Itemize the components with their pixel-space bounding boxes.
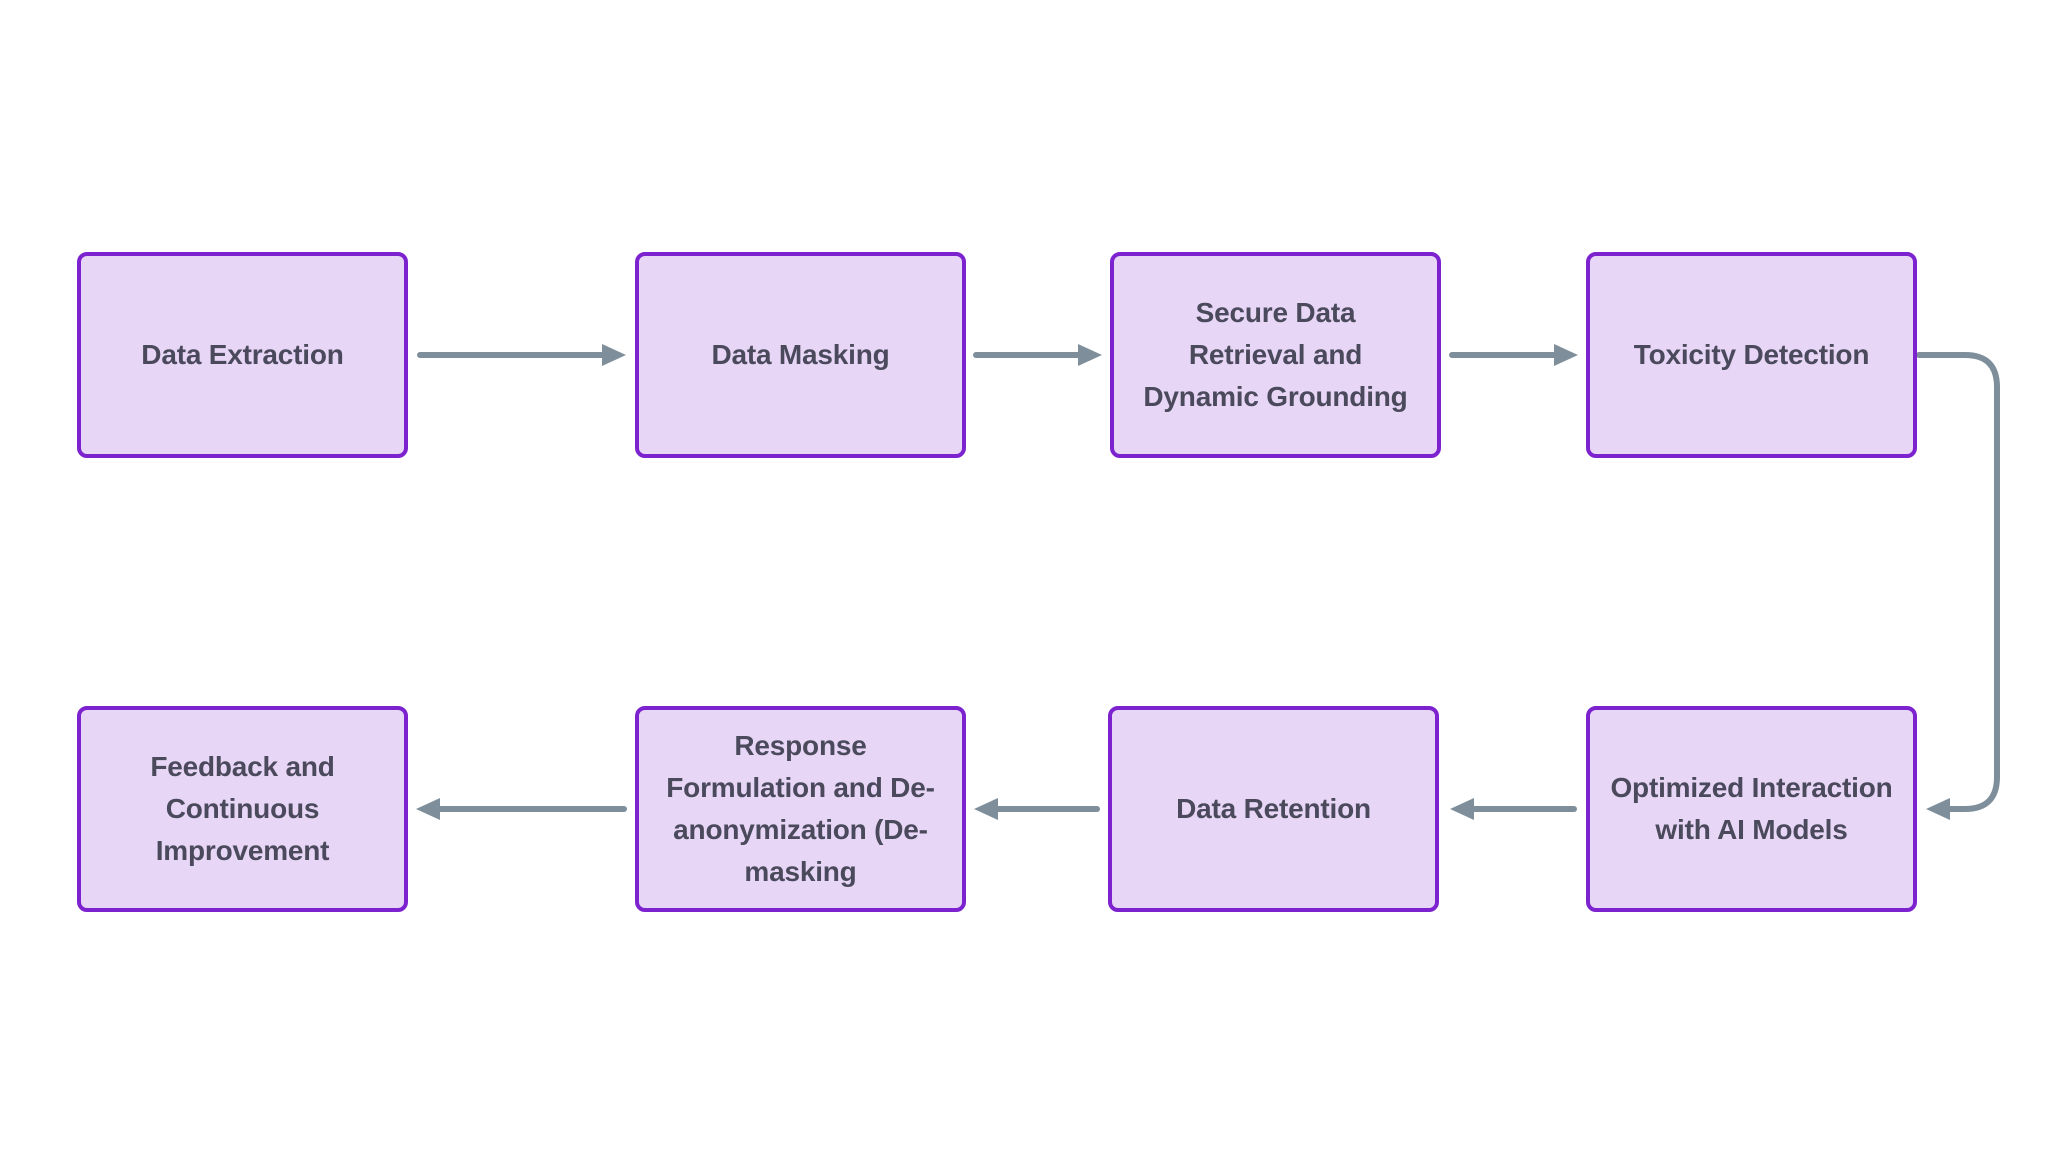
- node-data-retention: Data Retention: [1108, 706, 1439, 912]
- node-toxicity-detection: Toxicity Detection: [1586, 252, 1917, 458]
- arrow-optimized-to-retention: [1450, 798, 1577, 820]
- node-response-formulation: Response Formulation and De- anonymizati…: [635, 706, 966, 912]
- node-secure-data-retrieval: Secure Data Retrieval and Dynamic Ground…: [1110, 252, 1441, 458]
- arrow-response-to-feedback: [416, 798, 627, 820]
- arrow-toxicity-to-optimized: [1916, 352, 2000, 820]
- node-data-extraction: Data Extraction: [77, 252, 408, 458]
- arrow-extraction-to-masking: [417, 344, 626, 366]
- arrow-retention-to-response: [974, 798, 1100, 820]
- node-data-masking: Data Masking: [635, 252, 966, 458]
- arrow-masking-to-retrieval: [973, 344, 1102, 366]
- node-optimized-interaction: Optimized Interaction with AI Models: [1586, 706, 1917, 912]
- node-feedback-improvement: Feedback and Continuous Improvement: [77, 706, 408, 912]
- arrow-retrieval-to-toxicity: [1449, 344, 1578, 366]
